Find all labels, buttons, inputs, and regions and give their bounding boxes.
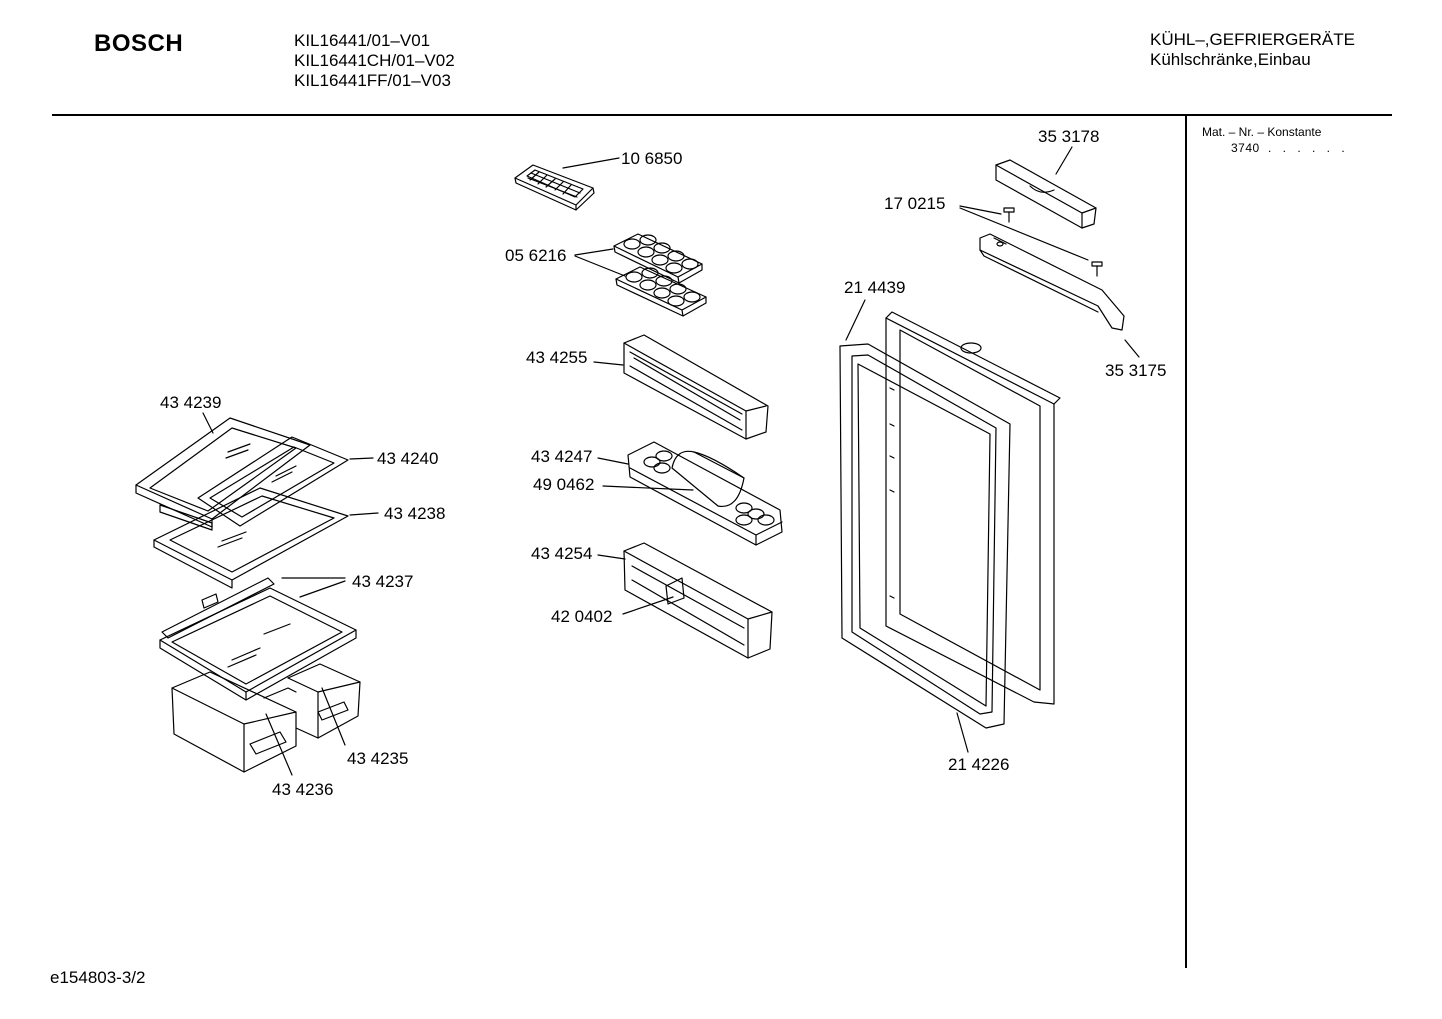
ice-tray [514, 164, 595, 211]
part-label-420402: 42 0402 [551, 607, 612, 626]
door-shelf-top [623, 334, 769, 440]
crisper-drawers [171, 663, 361, 773]
door-panel [885, 311, 1061, 705]
category-title: KÜHL–,GEFRIERGERÄTE [1150, 30, 1355, 49]
material-number-label: Mat. – Nr. – Konstante [1202, 125, 1322, 139]
part-label-434235: 43 4235 [347, 749, 408, 768]
door-gasket [839, 343, 1011, 729]
part-label-434238: 43 4238 [384, 504, 445, 523]
part-label-170215: 17 0215 [884, 194, 945, 213]
part-label-434254: 43 4254 [531, 544, 592, 563]
part-label-434247: 43 4247 [531, 447, 592, 466]
header-divider [52, 114, 1392, 116]
category-block: KÜHL–,GEFRIERGERÄTE Kühlschränke,Einbau [1150, 30, 1355, 70]
part-label-434240: 43 4240 [377, 449, 438, 468]
part-label-434255: 43 4255 [526, 348, 587, 367]
glass-shelf-upper [135, 417, 349, 531]
glass-shelf-middle [153, 487, 349, 589]
part-labels: 10 6850 05 6216 43 4255 43 4247 49 0462 … [160, 127, 1166, 799]
model-number: KIL16441FF/01–V03 [294, 71, 451, 90]
brand-logo: BOSCH [94, 30, 184, 57]
part-label-214226: 21 4226 [948, 755, 1009, 774]
glass-shelf-lower [159, 577, 357, 701]
material-number-value: 3740 [1231, 141, 1260, 155]
hinge-bracket [979, 233, 1125, 331]
model-number: KIL16441CH/01–V02 [294, 51, 455, 70]
part-label-353175: 35 3175 [1105, 361, 1166, 380]
leader-lines [202, 146, 1140, 776]
screws [1003, 207, 1103, 277]
model-list: KIL16441/01–V01 KIL16441CH/01–V02 KIL164… [294, 31, 455, 91]
part-label-434239: 43 4239 [160, 393, 221, 412]
part-label-434237: 43 4237 [352, 572, 413, 591]
part-label-353178: 35 3178 [1038, 127, 1099, 146]
egg-trays [613, 233, 707, 317]
part-label-434236: 43 4236 [272, 780, 333, 799]
sidebar-divider [1185, 116, 1187, 968]
handle-cover [995, 159, 1097, 229]
part-label-056216: 05 6216 [505, 246, 566, 265]
model-number: KIL16441/01–V01 [294, 31, 431, 50]
butter-compartment [627, 441, 783, 546]
category-subtitle: Kühlschränke,Einbau [1150, 50, 1311, 69]
document-id: e154803-3/2 [50, 968, 146, 987]
material-number-dots: . . . . . . [1268, 141, 1349, 155]
part-label-490462: 49 0462 [533, 475, 594, 494]
door-shelf-bottom [623, 542, 773, 659]
part-label-106850: 10 6850 [621, 149, 682, 168]
part-label-214439: 21 4439 [844, 278, 905, 297]
